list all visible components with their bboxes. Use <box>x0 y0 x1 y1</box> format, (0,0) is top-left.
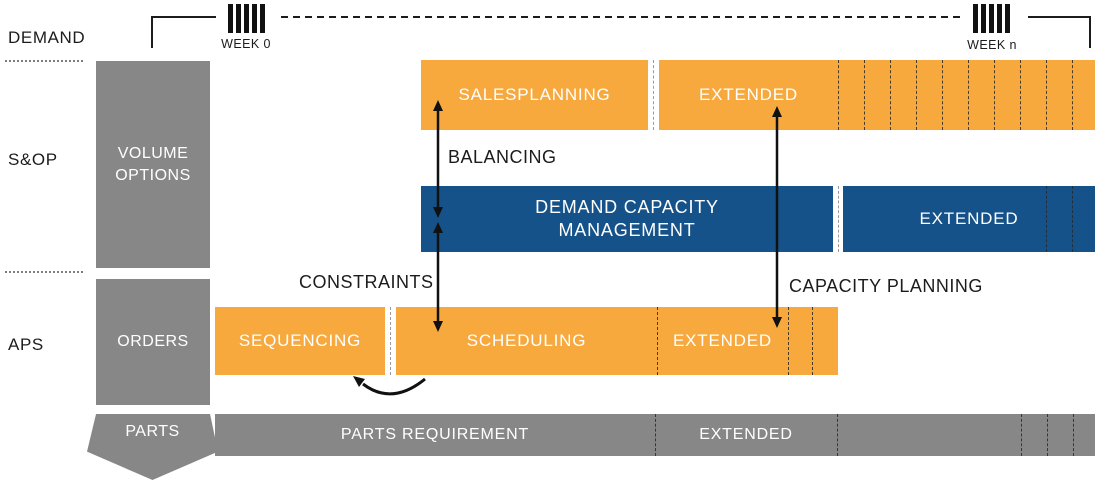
demand-label: DEMAND <box>8 28 86 47</box>
capacity-planning-label: CAPACITY PLANNING <box>789 276 983 296</box>
week-divider <box>1072 60 1073 130</box>
rail-separator-top <box>5 60 83 62</box>
parts-requirement-bar: PARTS REQUIREMENT EXTENDED <box>215 414 1095 456</box>
week-divider <box>916 60 917 130</box>
week-start-label: WEEK 0 <box>221 37 271 51</box>
balancing-label: BALANCING <box>448 147 557 167</box>
demand-capacity-management-bar: DEMAND CAPACITY MANAGEMENT <box>421 186 833 252</box>
weekn-ticks-icon <box>973 4 1010 33</box>
orders-box: ORDERS <box>96 279 210 405</box>
volume-options-label: VOLUME OPTIONS <box>115 144 191 184</box>
week-divider <box>837 414 838 456</box>
salesplanning-bar: SALESPLANNING <box>421 60 648 130</box>
orders-label: ORDERS <box>117 333 189 351</box>
week-divider <box>1046 60 1047 130</box>
dcm-extended-label: EXTENDED <box>919 209 1019 228</box>
sop-row-gap-divider <box>653 60 654 130</box>
parts-arrow-shape: PARTS <box>87 414 218 480</box>
week-divider <box>994 60 995 130</box>
sop-extended-bar: EXTENDED <box>659 60 1095 130</box>
week-divider <box>1047 414 1048 456</box>
week-divider <box>838 60 839 130</box>
aps-row-gap-divider <box>390 307 391 375</box>
week-divider <box>968 60 969 130</box>
week-divider <box>864 60 865 130</box>
constraints-label: CONSTRAINTS <box>299 272 434 292</box>
rail-separator-bottom <box>5 271 83 273</box>
left-bracket <box>151 16 216 48</box>
dcm-extended-bar: EXTENDED <box>843 186 1095 252</box>
volume-options-box: VOLUME OPTIONS <box>96 61 210 268</box>
parts-label: PARTS <box>125 423 180 440</box>
aps-label: APS <box>8 335 44 354</box>
parts-requirement-label: PARTS REQUIREMENT <box>340 426 530 443</box>
salesplanning-label: SALESPLANNING <box>458 85 611 104</box>
demand-capacity-management-label: DEMAND CAPACITY MANAGEMENT <box>535 196 719 240</box>
scheduling-extended-bar: SCHEDULING EXTENDED <box>396 307 838 375</box>
sequencing-label: SEQUENCING <box>238 331 362 350</box>
week-divider <box>812 307 813 375</box>
week-end-label: WEEK n <box>967 38 1017 52</box>
week-divider <box>657 307 658 375</box>
week-divider <box>1020 60 1021 130</box>
sop-extended-label: EXTENDED <box>699 85 798 104</box>
week-divider <box>1072 186 1073 252</box>
week-divider <box>1073 414 1074 456</box>
week-divider <box>788 307 789 375</box>
week0-ticks-icon <box>228 4 265 33</box>
week-divider <box>942 60 943 130</box>
sop-label: S&OP <box>8 150 58 169</box>
week-divider <box>1046 186 1047 252</box>
resequencing-curved-arrow <box>353 376 426 396</box>
right-bracket <box>1028 16 1091 48</box>
dcm-row-gap-divider <box>838 186 839 252</box>
week-divider <box>890 60 891 130</box>
week-divider <box>655 414 656 456</box>
week-divider <box>1021 414 1022 456</box>
parts-extended-label: EXTENDED <box>699 426 793 443</box>
scheduling-label: SCHEDULING <box>466 331 587 350</box>
sequencing-bar: SEQUENCING <box>215 307 385 375</box>
aps-extended-label: EXTENDED <box>673 331 772 350</box>
